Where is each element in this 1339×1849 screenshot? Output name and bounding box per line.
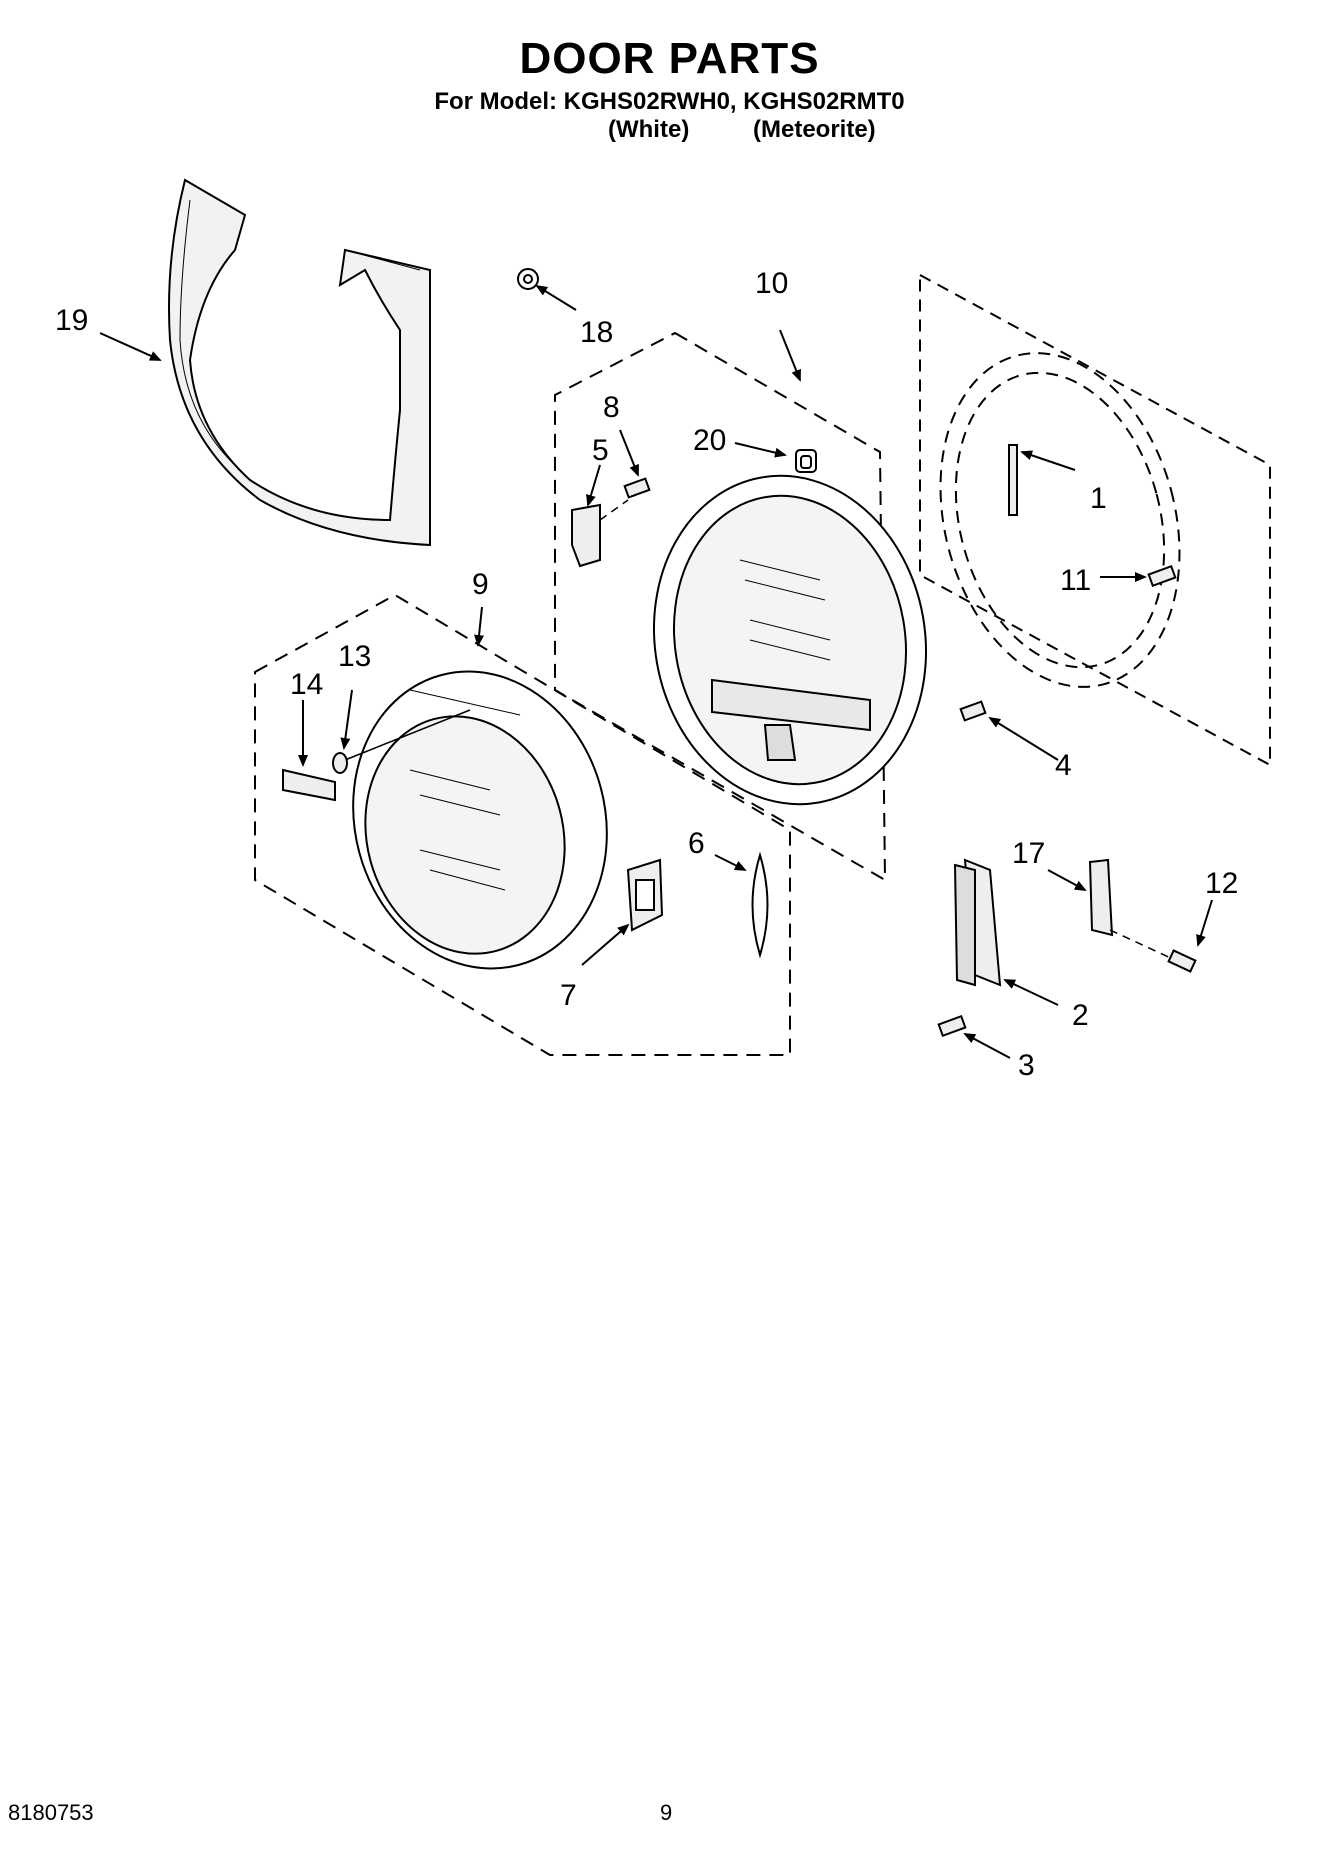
callout-13: 13 bbox=[338, 640, 371, 673]
document-number: 8180753 bbox=[8, 1800, 94, 1825]
callout-6: 6 bbox=[688, 827, 705, 860]
callout-18: 18 bbox=[580, 316, 613, 349]
part-11-screw bbox=[1147, 564, 1177, 588]
callout-5: 5 bbox=[592, 434, 609, 467]
assembly-10-outline bbox=[554, 331, 887, 882]
callout-20: 20 bbox=[693, 424, 726, 457]
part-6-lens bbox=[751, 851, 769, 959]
part-19-front-panel bbox=[168, 178, 431, 547]
part-12-screw bbox=[1167, 949, 1197, 973]
part-1-cabinet-front bbox=[919, 273, 1271, 767]
part-1-strike bbox=[1008, 444, 1018, 516]
page-number: 9 bbox=[660, 1800, 673, 1825]
page-title: DOOR PARTS bbox=[519, 34, 820, 83]
part-9-outer-door bbox=[352, 670, 608, 970]
model-line: For Model: KGHS02RWH0, KGHS02RMT0 bbox=[434, 88, 905, 115]
part-10-inner-door bbox=[652, 474, 928, 806]
callout-11: 11 bbox=[1060, 564, 1091, 597]
assembly-9-outline bbox=[254, 593, 791, 1056]
part-18-grommet bbox=[517, 268, 539, 290]
callout-8: 8 bbox=[603, 391, 620, 424]
callout-12: 12 bbox=[1205, 867, 1238, 900]
part-5-door-catch bbox=[571, 503, 601, 568]
variant-white: (White) bbox=[608, 116, 690, 143]
part-2-hinge bbox=[953, 858, 1002, 987]
part-7-hinge-cover bbox=[626, 858, 664, 932]
callout-19: 19 bbox=[55, 304, 88, 337]
part-3-screw bbox=[937, 1014, 967, 1038]
part-13-clip bbox=[332, 752, 348, 774]
callout-labels: 19 18 10 8 5 20 1 11 9 13 14 4 6 17 12 2… bbox=[55, 267, 1238, 1082]
callout-3: 3 bbox=[1018, 1049, 1035, 1082]
callout-9: 9 bbox=[472, 568, 489, 601]
variant-meteorite: (Meteorite) bbox=[753, 116, 876, 143]
callout-1: 1 bbox=[1090, 482, 1107, 515]
part-14-handle bbox=[282, 768, 336, 802]
callout-4: 4 bbox=[1055, 749, 1072, 782]
part-20-clip bbox=[795, 449, 817, 473]
callout-17: 17 bbox=[1012, 837, 1045, 870]
part-4-screw bbox=[959, 700, 987, 722]
part-17-shim bbox=[1088, 858, 1114, 937]
callout-2: 2 bbox=[1072, 999, 1089, 1032]
callout-7: 7 bbox=[560, 979, 577, 1012]
callout-10: 10 bbox=[755, 267, 788, 300]
part-8-screw bbox=[623, 477, 651, 499]
callout-arrows bbox=[99, 284, 1213, 1059]
callout-14: 14 bbox=[290, 668, 323, 701]
